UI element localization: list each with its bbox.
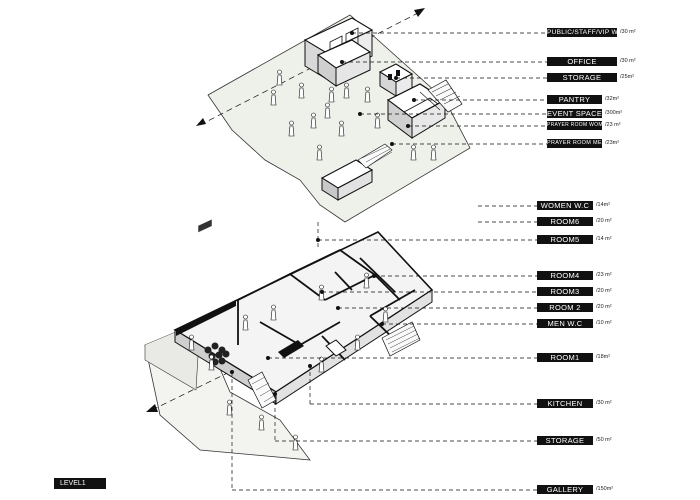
label-office: OFFICE <box>547 57 617 66</box>
label-gallery: GALLERY <box>537 485 593 494</box>
label-room3: ROOM3 <box>537 287 593 296</box>
area-room2: /20 m² <box>596 304 612 310</box>
label-public-staff-vip-wc: PUBLIC/STAFF/VIP W.C <box>547 28 617 37</box>
stair-lower-right <box>381 321 421 357</box>
leader-dots-upper <box>340 31 416 146</box>
people-upper <box>270 69 437 161</box>
label-prayer-room-women: PRAYER ROOM WOMEN <box>547 121 602 130</box>
level-badge: LEVEL1 <box>54 478 106 489</box>
label-room6: ROOM6 <box>537 217 593 226</box>
gallery-wall <box>176 300 236 336</box>
lower-interior-walls <box>237 248 416 361</box>
area-room5: /14 m² <box>596 236 612 242</box>
label-room5: ROOM5 <box>537 235 593 244</box>
section-arrow-right-upper <box>414 8 425 17</box>
people-lower <box>188 272 389 451</box>
area-gallery: /150m² <box>596 486 614 492</box>
area-public-staff-vip-wc: /30 m² <box>620 29 636 35</box>
section-arrow-left-upper <box>196 118 206 126</box>
kitchen-counter <box>278 340 304 358</box>
leader-dots-lower <box>230 238 384 396</box>
leader-lines-upper <box>342 32 547 145</box>
area-men-wc: /10 m² <box>596 320 612 326</box>
leader-lines-lower <box>232 205 537 491</box>
storage-block <box>378 63 414 97</box>
label-kitchen: KITCHEN <box>537 399 593 408</box>
label-pantry: PANTRY <box>547 95 602 104</box>
area-office: /30 m² <box>620 58 636 64</box>
area-pantry: /32m² <box>605 96 620 102</box>
area-room6: /20 m² <box>596 218 612 224</box>
label-room1: ROOM1 <box>537 353 593 362</box>
label-room2: ROOM 2 <box>537 303 593 312</box>
label-men-wc: MEN W.C <box>537 319 593 328</box>
lower-level-plan <box>144 205 537 491</box>
office-block <box>316 39 372 87</box>
section-arrow-lower <box>146 404 158 412</box>
label-women-wc: WOMEN W.C <box>537 201 593 210</box>
label-room4: ROOM4 <box>537 271 593 280</box>
area-room4: /23 m² <box>596 272 612 278</box>
stair-upper-bottom <box>320 143 393 201</box>
area-room1: /18m² <box>596 354 611 360</box>
stair-lower-left <box>247 371 277 409</box>
area-kitchen: /30 m² <box>596 400 612 406</box>
area-prayer-room-men: /23m² <box>605 140 620 146</box>
upper-level-plan <box>196 8 547 223</box>
area-women-wc: /14m² <box>596 202 611 208</box>
gallery-artwork <box>197 218 213 234</box>
vertical-leaders <box>231 222 319 490</box>
area-room3: /20 m² <box>596 288 612 294</box>
upper-ground-plate <box>207 14 471 223</box>
label-event-space: EVENT SPACE <box>547 109 602 118</box>
label-prayer-room-men: PRAYER ROOM MEN <box>547 139 602 148</box>
stair-upper-right <box>427 79 463 113</box>
label-storage-upper: STORAGE <box>547 73 617 82</box>
area-event-space: /300m² <box>605 110 623 116</box>
area-prayer-room-women: /23 m² <box>605 122 621 128</box>
label-storage-lower: STORAGE <box>537 436 593 445</box>
area-storage-lower: /50 m² <box>596 437 612 443</box>
area-storage-upper: /25m² <box>620 74 635 80</box>
